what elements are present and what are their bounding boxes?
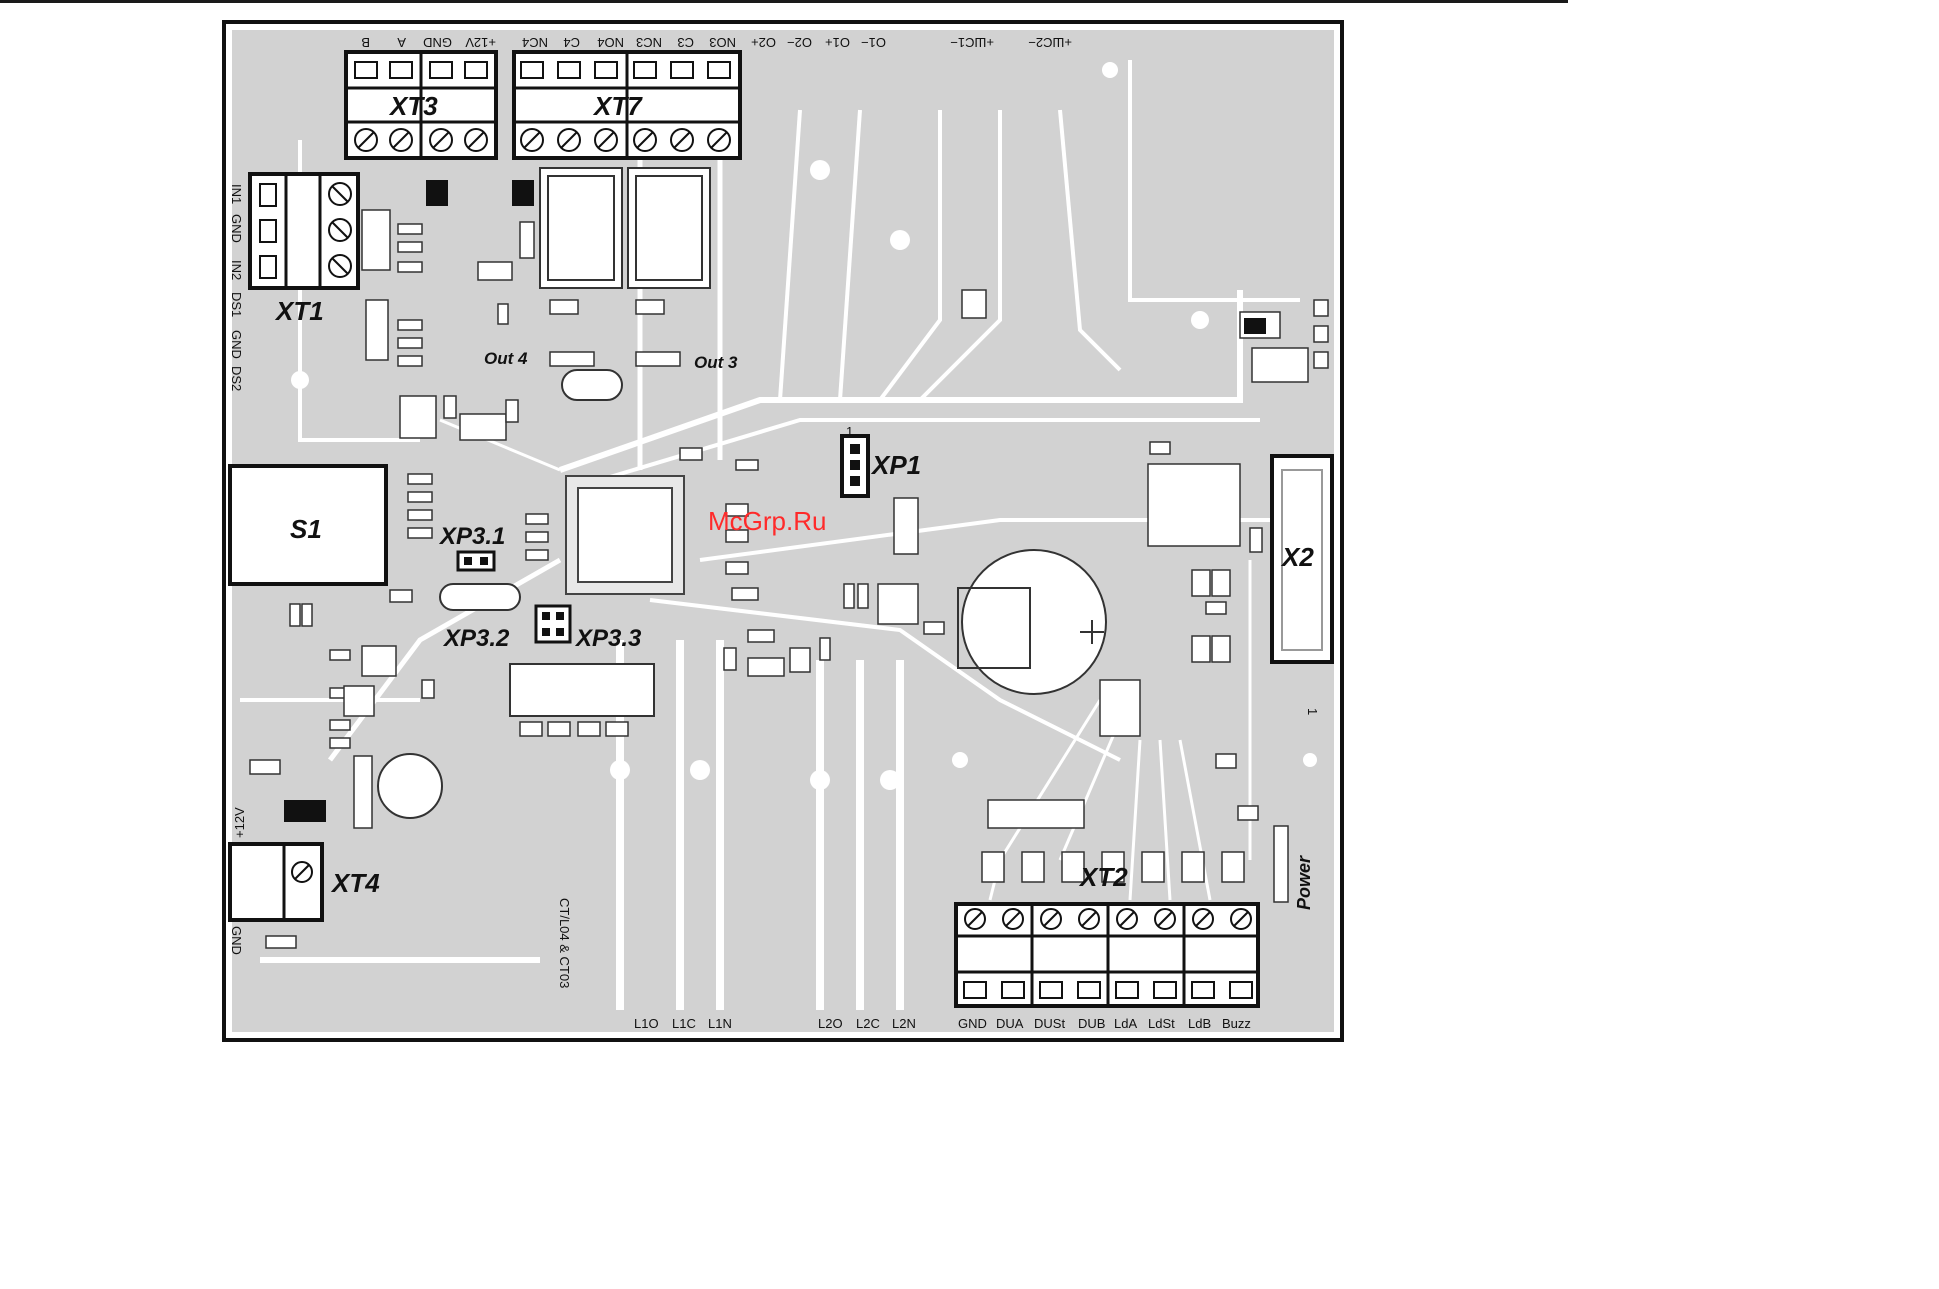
xp1-label: XP1 [870,450,921,480]
xt7-pin-nc3: NC3 [636,35,662,50]
xt4-label: XT4 [330,868,380,898]
xp1-jumper [842,436,868,496]
top-label-o1m: O1− [861,35,886,50]
xt1-pin-in2: IN2 [229,260,244,280]
xp3-1-jumper [458,552,494,570]
xt2-pin-dua: DUA [996,1016,1024,1031]
xt7-pin-nc4: NC4 [522,35,548,50]
bottom-label-l1c: L1C [672,1016,696,1031]
xt1-label: XT1 [274,296,324,326]
xt3-pin-12v: +12V [465,35,496,50]
xt1-terminal-block [250,174,358,288]
xt7-pin-no3: NO3 [709,35,736,50]
xp1-pin1-mark: 1 [846,424,853,439]
s1-label: S1 [290,514,322,544]
xp3-3-label: XP3.3 [574,625,642,652]
xt2-pin-gnd: GND [958,1016,987,1031]
top-label-o2p: O2+ [751,35,776,50]
pcb-layout: XT3 XT7 XT1 S1 XT4 XT2 X2 XP1 XP3.1 XP3.… [0,0,1568,1049]
xt7-pin-no4: NO4 [597,35,624,50]
xt3-label: XT3 [388,91,438,121]
xt2-terminal-block [956,904,1258,1006]
mcu-chip [566,476,684,594]
xt2-pin-ldb: LdB [1188,1016,1211,1031]
bottom-label-l2o: L2O [818,1016,843,1031]
xt2-pin-ldst: LdSt [1148,1016,1175,1031]
xt7-label: XT7 [592,91,643,121]
xt1-pin-ds1: DS1 [229,292,244,317]
xt2-pin-lda: LdA [1114,1016,1137,1031]
xt1-pin-gnd-2: GND [229,330,244,359]
xp3-2-3-jumper [536,606,570,642]
xt1-pin-gnd-1: GND [229,214,244,243]
xt2-label: XT2 [1078,862,1128,892]
power-label: Power [1294,855,1314,910]
xt7-pin-c3: C3 [677,35,694,50]
xt2-pin-dust: DUSt [1034,1016,1065,1031]
xt2-pin-buzz: Buzz [1222,1016,1251,1031]
out3-label: Out 3 [694,353,738,372]
top-label-o1p: O1+ [825,35,850,50]
ct-label: CT/L04 & CT03 [557,898,572,988]
top-label-shs1: +ШС1− [950,35,994,50]
top-label-o2m: O2− [787,35,812,50]
x2-label: X2 [1280,542,1314,572]
xp3-2-label: XP3.2 [442,625,510,652]
bottom-label-l1n: L1N [708,1016,732,1031]
xt4-pin-gnd: GND [229,926,244,955]
xt3-pin-gnd: GND [423,35,452,50]
xt4-pin-12v: +12V [232,807,247,838]
watermark: McGrp.Ru [708,506,826,536]
bottom-label-l1o: L1O [634,1016,659,1031]
xp3-1-label: XP3.1 [438,523,505,550]
xt2-pin-dub: DUB [1078,1016,1105,1031]
xt1-pin-in1: IN1 [229,184,244,204]
xt1-pin-ds2: DS2 [229,366,244,391]
out4-label: Out 4 [484,349,528,368]
xt3-pin-b: B [361,35,370,50]
bottom-label-l2c: L2C [856,1016,880,1031]
top-label-shs2: +ШС2− [1028,35,1072,50]
xt7-pin-c4: C4 [563,35,580,50]
bottom-label-l2n: L2N [892,1016,916,1031]
xt3-pin-a: A [397,35,406,50]
x2-pin1-mark: 1 [1305,708,1320,715]
